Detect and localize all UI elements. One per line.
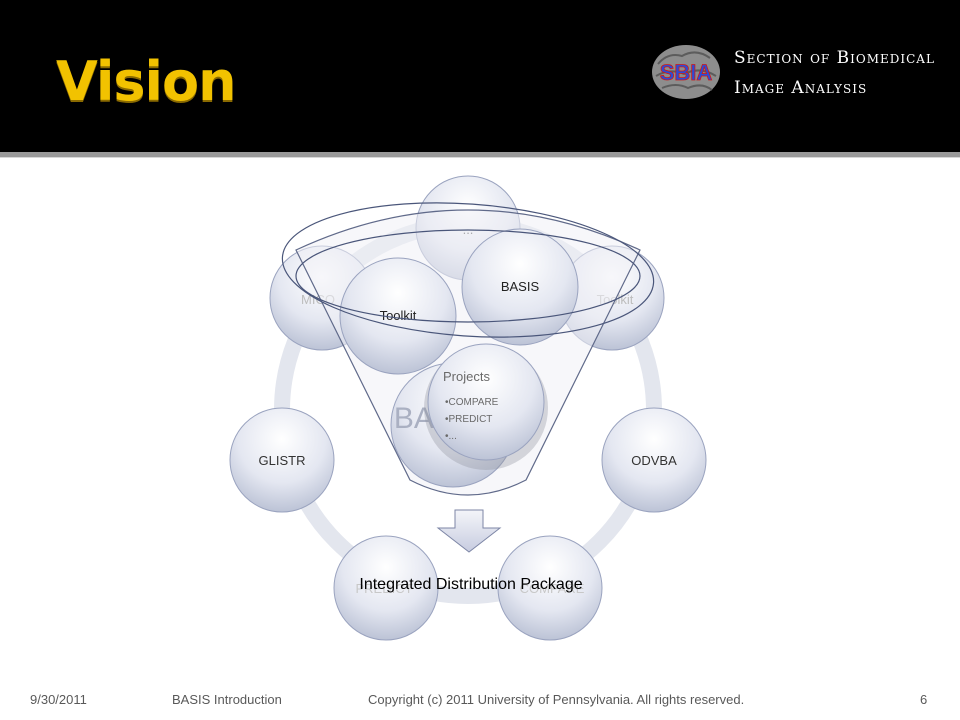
slide-header [0,0,960,152]
svg-text:•COMPARE: •COMPARE [445,397,499,408]
projects-title: Projects [443,369,490,384]
projects-item: COMPARE [449,397,499,408]
svg-text:•...: •... [445,431,457,442]
slide-title: Vision [56,50,237,113]
org-name-line1: Section of Biomedical [734,48,935,68]
projects-item: PREDICT [449,414,493,425]
svg-text:•PREDICT: •PREDICT [445,414,492,425]
funnel-node-basis: BASIS [461,228,579,346]
header-divider [0,152,960,157]
outer-node-label: PREDICT [355,581,412,596]
outer-node-compare: COMPARE [497,535,603,641]
projects-item: ... [449,431,457,442]
outer-node-predict: PREDICT [333,535,439,641]
vision-diagram: ... Toolkit ODVBA COMPARE PREDICT GLISTR… [229,175,707,641]
grouping-ellipse-inner [295,229,641,323]
outer-node-label: GLISTR [259,453,306,468]
footer-date: 9/30/2011 [30,692,87,707]
footer-page-number: 6 [920,692,928,707]
logo-wordmark: SBIA [660,60,713,85]
header-divider-light [0,157,960,158]
org-name-line2: Image Analysis [734,78,868,98]
grouping-ellipse-outer [281,202,655,338]
funnel-node-label: Toolkit [380,308,417,323]
projects-node: Projects •COMPARE •PREDICT •... [424,343,548,470]
outer-node-label: COMPARE [520,581,585,596]
down-arrow-icon [436,509,502,553]
sbia-logo: SBIA [652,45,720,99]
footer-copyright: Copyright (c) 2011 University of Pennsyl… [368,692,745,707]
footer-subject: BASIS Introduction [172,692,282,707]
package-label: Integrated Distribution Package [359,576,582,593]
outer-node-glistr: GLISTR [229,407,335,513]
outer-node-odvba: ODVBA [601,407,707,513]
outer-node-label: ODVBA [631,453,677,468]
funnel-node-label: BASIS [501,279,540,294]
